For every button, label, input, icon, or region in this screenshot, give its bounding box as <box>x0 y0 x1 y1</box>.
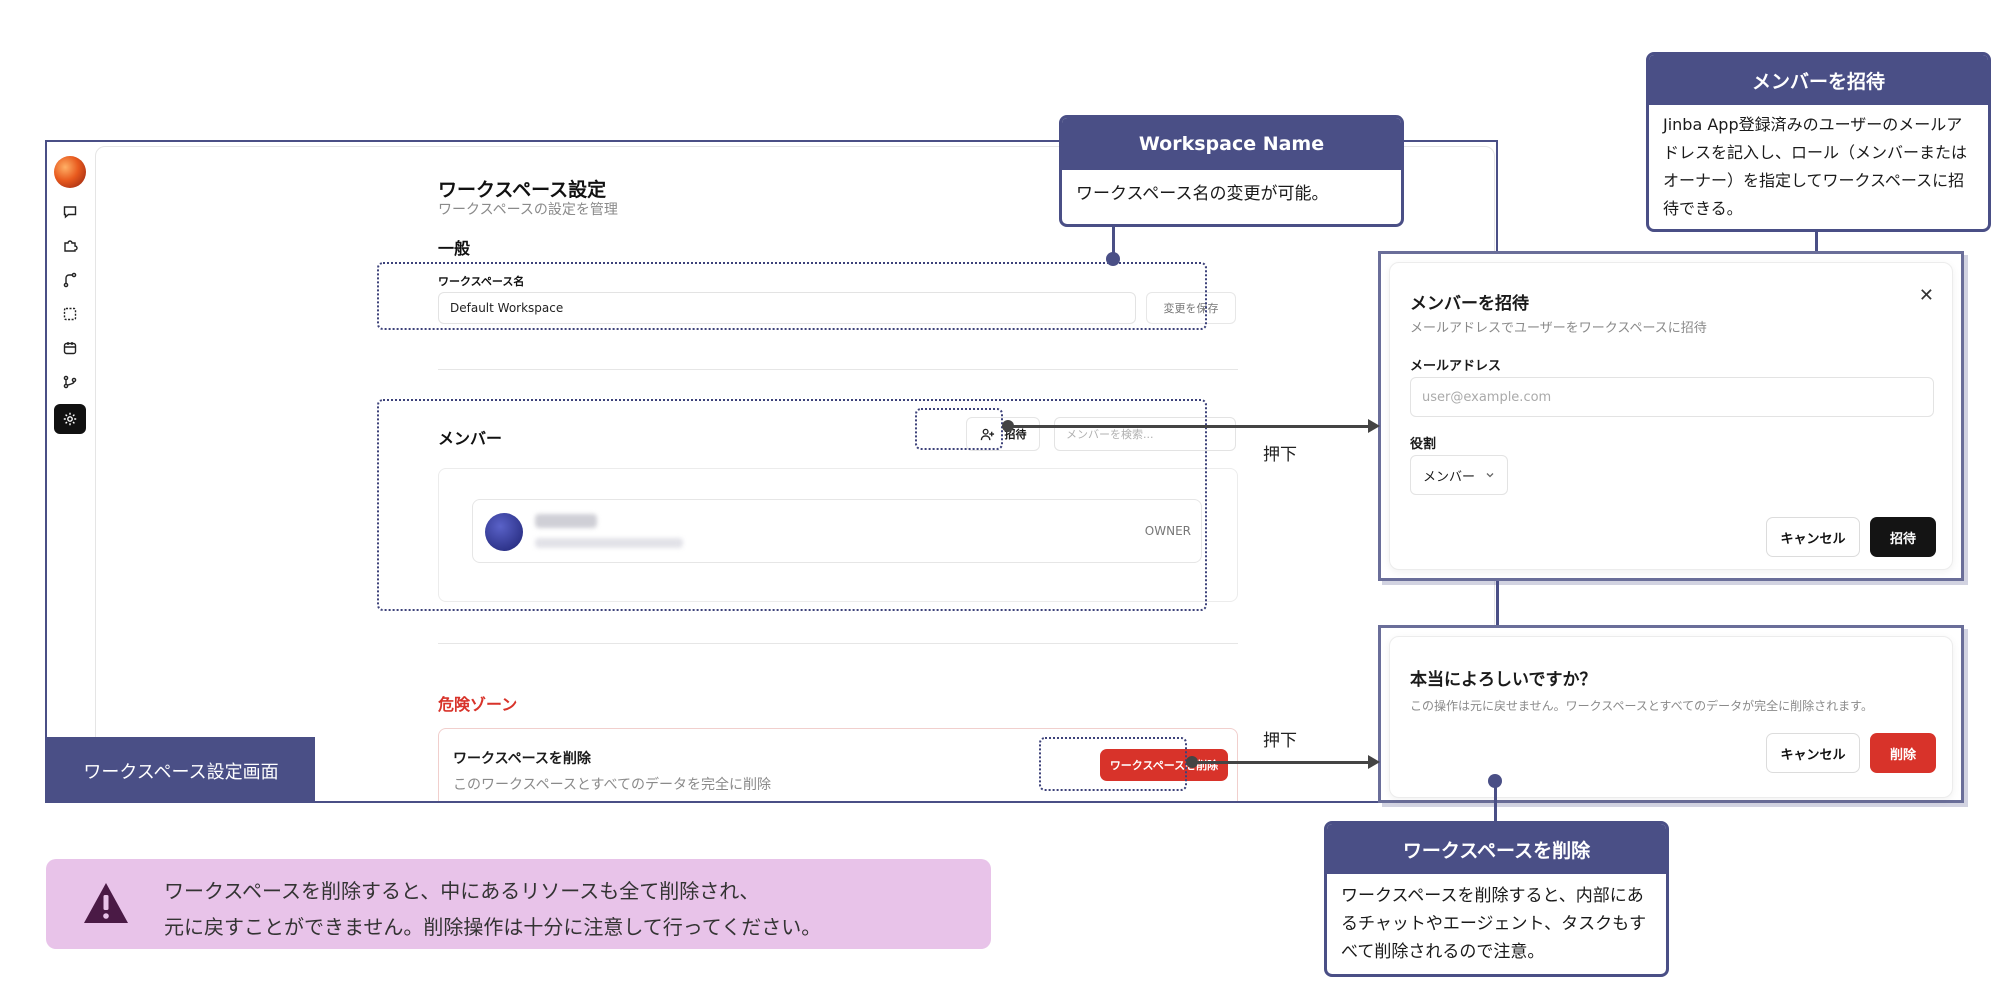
delete-workspace-title: ワークスペースを削除 <box>453 751 591 767</box>
settings-icon[interactable] <box>54 404 86 434</box>
members-heading: メンバー <box>438 429 503 448</box>
invite-modal-frame: メンバーを招待 メールアドレスでユーザーをワークスペースに招待 ✕ メールアドレ… <box>1378 251 1964 581</box>
invite-modal-subtitle: メールアドレスでユーザーをワークスペースに招待 <box>1410 321 1707 336</box>
warning-icon <box>84 883 128 923</box>
warning-text: ワークスペースを削除すると、中にあるリソースも全て削除され、 元に戻すことができ… <box>164 873 821 945</box>
confirm-cancel-button[interactable]: キャンセル <box>1766 733 1860 773</box>
highlight-invite-button <box>915 408 1003 450</box>
divider <box>438 643 1238 644</box>
callout-title: ワークスペースを削除 <box>1327 824 1666 874</box>
role-select-value: メンバー <box>1423 469 1476 485</box>
screen-label: ワークスペース設定画面 <box>47 737 315 801</box>
warning-line-1: ワークスペースを削除すると、中にあるリソースも全て削除され、 <box>164 879 760 903</box>
role-label: 役割 <box>1410 437 1437 452</box>
press-label: 押下 <box>1263 445 1297 465</box>
schedule-icon[interactable] <box>58 336 82 360</box>
sidebar <box>47 142 95 801</box>
page-title: ワークスペース設定 <box>438 179 607 201</box>
highlight-members <box>377 399 1207 611</box>
delete-workspace-desc: このワークスペースとすべてのデータを完全に削除 <box>453 777 771 793</box>
invite-modal-title: メンバーを招待 <box>1410 294 1529 314</box>
confirm-modal-frame: 本当によろしいですか？ この操作は元に戻せません。ワークスペースとすべてのデータ… <box>1378 625 1964 803</box>
role-select[interactable]: メンバー <box>1410 455 1508 495</box>
workspace-name-input[interactable]: Default Workspace <box>438 292 1136 324</box>
workspace-name-label: ワークスペース名 <box>438 275 525 288</box>
member-list <box>438 468 1238 602</box>
danger-zone-box <box>438 728 1238 801</box>
avatar <box>485 513 523 551</box>
chat-icon[interactable] <box>58 200 82 224</box>
callout-body: ワークスペース名の変更が可能。 <box>1076 184 1329 204</box>
arrow-to-confirm-modal <box>1192 761 1370 764</box>
delete-workspace-button[interactable]: ワークスペースを削除 <box>1100 749 1228 781</box>
confirm-delete-button[interactable]: 削除 <box>1870 733 1936 773</box>
confirm-modal-desc: この操作は元に戻せません。ワークスペースとすべてのデータが完全に削除されます。 <box>1410 699 1873 713</box>
highlight-delete-button <box>1039 737 1187 791</box>
confirm-modal-title: 本当によろしいですか？ <box>1410 670 1597 690</box>
save-button[interactable]: 変更を保存 <box>1146 292 1236 324</box>
arrow-head <box>1368 755 1380 769</box>
danger-zone-heading: 危険ゾーン <box>438 695 518 714</box>
general-heading: 一般 <box>438 239 471 258</box>
member-email-redacted <box>535 538 683 548</box>
invite-modal: メンバーを招待 メールアドレスでユーザーをワークスペースに招待 ✕ メールアドレ… <box>1389 262 1953 570</box>
invite-cancel-button[interactable]: キャンセル <box>1766 517 1860 557</box>
chevron-down-icon <box>1486 473 1494 478</box>
page-subtitle: ワークスペースの設定を管理 <box>438 202 618 218</box>
connector <box>1494 786 1497 822</box>
callout-delete: ワークスペースを削除 ワークスペースを削除すると、内部にあるチャットやエージェン… <box>1324 821 1669 977</box>
email-label: メールアドレス <box>1410 359 1502 374</box>
callout-body: ワークスペースを削除すると、内部にあるチャットやエージェント、タスクもすべて削除… <box>1341 886 1647 962</box>
warning-line-2: 元に戻すことができません。削除操作は十分に注意して行ってください。 <box>164 915 822 939</box>
user-plus-icon <box>980 428 994 440</box>
highlight-workspace-name <box>377 262 1207 330</box>
confirm-modal: 本当によろしいですか？ この操作は元に戻せません。ワークスペースとすべてのデータ… <box>1389 636 1953 798</box>
workflow-icon[interactable] <box>58 268 82 292</box>
callout-workspace-name: Workspace Name ワークスペース名の変更が可能。 <box>1059 115 1404 227</box>
puzzle-icon[interactable] <box>58 234 82 258</box>
member-row: OWNER <box>472 499 1202 563</box>
press-label: 押下 <box>1263 731 1297 751</box>
connector-dot <box>1106 252 1120 266</box>
branch-icon[interactable] <box>58 370 82 394</box>
settings-panel: ワークスペース設定 ワークスペースの設定を管理 一般 ワークスペース名 Defa… <box>95 146 1495 801</box>
email-input[interactable]: user@example.com <box>1410 377 1934 417</box>
member-name-redacted <box>535 514 597 528</box>
connector <box>1496 581 1499 627</box>
arrow-to-invite-modal <box>1008 425 1370 428</box>
app-window: ワークスペース設定 ワークスペースの設定を管理 一般 ワークスペース名 Defa… <box>45 140 1498 803</box>
callout-title: メンバーを招待 <box>1649 55 1988 105</box>
close-icon[interactable]: ✕ <box>1918 285 1934 306</box>
connector <box>1112 227 1115 257</box>
divider <box>438 369 1238 370</box>
app-logo[interactable] <box>54 156 86 188</box>
connector <box>1815 232 1818 262</box>
warning-banner: ワークスペースを削除すると、中にあるリソースも全て削除され、 元に戻すことができ… <box>46 859 991 949</box>
invite-submit-button[interactable]: 招待 <box>1870 517 1936 557</box>
callout-invite: メンバーを招待 Jinba App登録済みのユーザーのメールアドレスを記入し、ロ… <box>1646 52 1991 232</box>
member-role-badge: OWNER <box>1144 524 1191 538</box>
task-icon[interactable] <box>58 302 82 326</box>
callout-body: Jinba App登録済みのユーザーのメールアドレスを記入し、ロール（メンバーま… <box>1663 115 1968 218</box>
callout-title: Workspace Name <box>1062 118 1401 170</box>
connector-dot <box>1488 774 1502 788</box>
arrow-head <box>1368 419 1380 433</box>
